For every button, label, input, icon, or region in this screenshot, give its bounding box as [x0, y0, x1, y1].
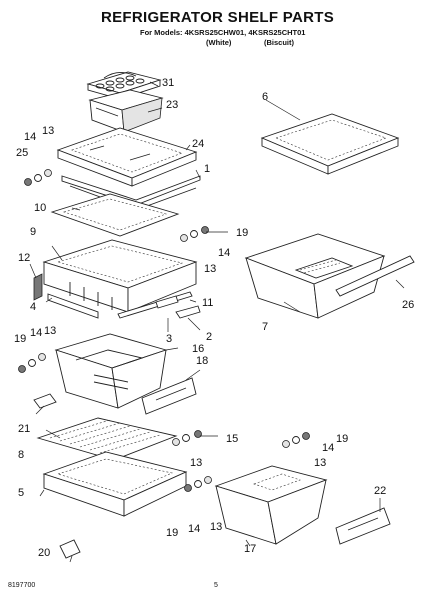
- callout-4: 4: [30, 301, 36, 313]
- part-26-drawer-rail: [335, 255, 415, 297]
- callout-8: 8: [18, 449, 24, 461]
- callout-14-a: 14: [24, 131, 36, 143]
- callout-13-f: 13: [210, 521, 222, 533]
- callout-17: 17: [244, 543, 256, 555]
- part-21-small-handle: [33, 393, 57, 409]
- callout-11: 11: [202, 297, 213, 309]
- callout-18: 18: [196, 355, 208, 367]
- callout-24: 24: [192, 138, 204, 150]
- callout-13-a: 13: [42, 125, 54, 137]
- callout-15: 15: [226, 433, 238, 445]
- callout-21: 21: [18, 423, 30, 435]
- part-22-drawer-front: [335, 507, 391, 545]
- callout-13-e: 13: [314, 457, 326, 469]
- part-23-egg-bin: [88, 89, 164, 133]
- callout-20: 20: [38, 547, 50, 559]
- callout-14-e: 14: [188, 523, 200, 535]
- variant-biscuit: (Biscuit): [264, 38, 294, 47]
- hardware-cluster-left-top: [24, 169, 52, 186]
- callout-25: 25: [16, 147, 28, 159]
- hardware-cluster-right-low: [282, 432, 310, 448]
- callout-labels: 31 23 24 14 13 25 1 10 9 12 4 11 3 2 19 …: [14, 77, 414, 559]
- part-9-crisper-cover-frame: [42, 239, 198, 313]
- callout-19-a: 19: [236, 227, 248, 239]
- callout-19-d: 19: [166, 527, 178, 539]
- part-4-frame-front: [47, 293, 99, 319]
- callout-22: 22: [374, 485, 386, 497]
- callout-16: 16: [192, 343, 204, 355]
- callout-13-b: 13: [204, 263, 216, 275]
- part-5-crisper-frame: [42, 451, 188, 517]
- part-7-crisper-drawer: [244, 233, 386, 319]
- part-8-wire-shelf: [36, 417, 178, 461]
- hardware-cluster-left-mid: [18, 353, 46, 373]
- callout-19-c: 19: [336, 433, 348, 445]
- callout-14-d: 14: [322, 442, 334, 454]
- callout-31: 31: [162, 77, 174, 89]
- callout-14-c: 14: [30, 327, 42, 339]
- part-2-hinge: [175, 305, 201, 319]
- part-6-crisper-cover: [260, 113, 400, 175]
- callout-13-c: 13: [44, 325, 56, 337]
- models-line: For Models: 4KSRS25CHW01, 4KSRS25CHT01: [140, 28, 306, 37]
- variant-white: (White): [206, 38, 232, 47]
- part-12-side-support: [33, 273, 43, 301]
- hardware-cluster-right-upper: [180, 226, 209, 242]
- part-17-drawer: [214, 465, 328, 545]
- callout-23: 23: [166, 99, 178, 111]
- page-title: REFRIGERATOR SHELF PARTS: [100, 9, 335, 26]
- callout-9: 9: [30, 226, 36, 238]
- hardware-cluster-center: [172, 430, 202, 446]
- part-10-glass-insert: [50, 193, 180, 237]
- part-16-crisper-drawer: [54, 333, 168, 409]
- part-18-drawer-front: [141, 377, 197, 415]
- hardware-cluster-center-low: [184, 476, 212, 492]
- callout-12: 12: [18, 252, 30, 264]
- callout-3: 3: [166, 333, 172, 345]
- callout-2: 2: [206, 331, 212, 343]
- callout-7: 7: [262, 321, 268, 333]
- leader-lines: [29, 81, 405, 563]
- part-24-top-shelf: [56, 127, 198, 187]
- document-number: 8197700: [8, 582, 36, 589]
- callout-10: 10: [34, 202, 46, 214]
- callout-14-b: 14: [218, 247, 230, 259]
- callout-26: 26: [402, 299, 414, 311]
- callout-5: 5: [18, 487, 24, 499]
- callout-19-b: 19: [14, 333, 26, 345]
- callout-13-d: 13: [190, 457, 202, 469]
- page-marker: 5: [214, 582, 218, 589]
- part-3-slide-clip: [155, 295, 179, 309]
- part-20-handle-clip: [59, 539, 81, 559]
- callout-6: 6: [262, 91, 268, 103]
- callout-1: 1: [204, 163, 210, 175]
